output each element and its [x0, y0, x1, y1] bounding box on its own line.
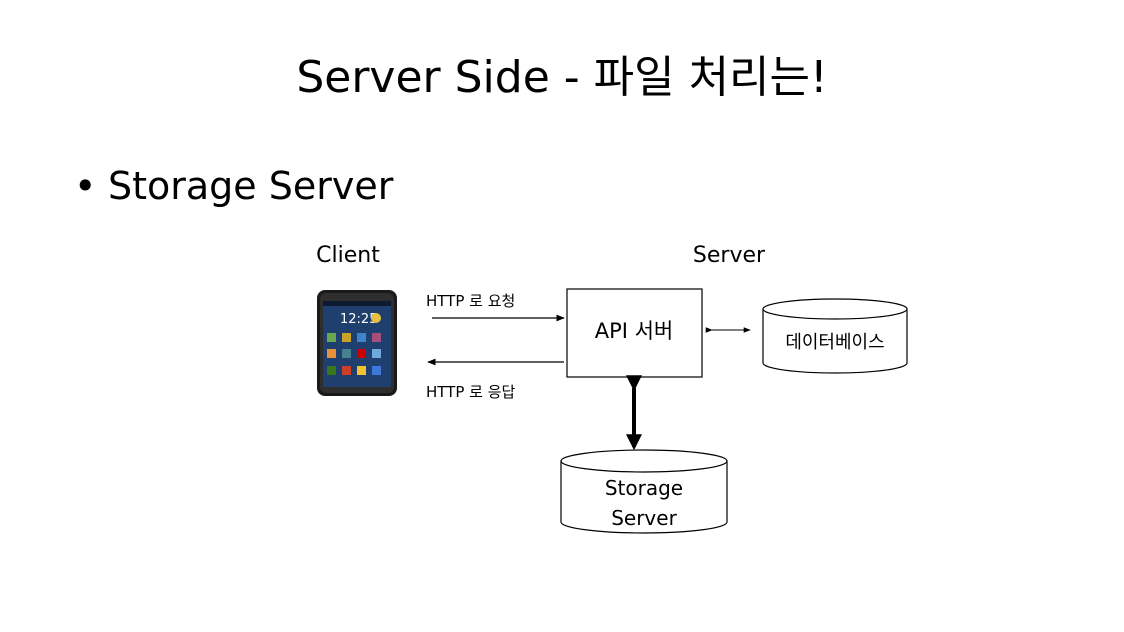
bullet-text: Storage Server: [108, 164, 394, 208]
api-server-label: API 서버: [595, 319, 674, 343]
request-label: HTTP 로 요청: [426, 292, 515, 310]
storage-label-line1: Storage: [605, 476, 683, 500]
response-label: HTTP 로 응답: [426, 383, 516, 401]
bullet-dot-icon: •: [74, 164, 97, 208]
database-label: 데이터베이스: [785, 332, 884, 353]
bullet-item: •Storage Server: [74, 162, 393, 210]
storage-cylinder-icon: [560, 449, 728, 534]
client-label: Client: [316, 243, 380, 268]
database-cylinder-icon: [762, 298, 908, 374]
slide-title: Server Side - 파일 처리는!: [296, 52, 828, 103]
storage-label-line2: Server: [611, 506, 677, 530]
smartphone-icon: 12:25: [317, 290, 397, 396]
server-label: Server: [693, 243, 766, 268]
phone-clock: 12:25: [340, 312, 377, 327]
